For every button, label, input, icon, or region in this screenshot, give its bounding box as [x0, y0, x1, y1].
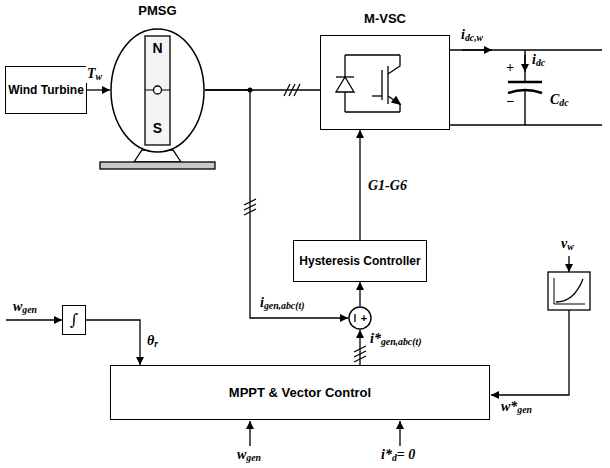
three-phase-mark [244, 84, 366, 362]
signal-wires [6, 256, 569, 446]
signal-label: vw [560, 236, 575, 253]
generator-stand [100, 150, 215, 169]
junction-circle [349, 307, 371, 329]
junction-outline [348, 306, 372, 330]
signal-label: igen,abc(t) [259, 295, 305, 312]
signal-label: i*d= 0 [380, 447, 416, 464]
signal-label: wgen [236, 447, 262, 464]
node-label: M-VSC [301, 11, 469, 27]
signal-connector [86, 320, 140, 365]
signal-label: + [505, 60, 515, 77]
node-label: PMSG [80, 3, 235, 19]
summing-junction: + [348, 306, 372, 330]
stator-outline [111, 29, 204, 152]
speed-curve-block [548, 272, 590, 310]
controller-box: Hysteresis Controller [293, 240, 427, 282]
signal-label: w*gen [500, 399, 533, 416]
node-label: ∫ [70, 310, 78, 329]
signal-connector [359, 282, 360, 306]
igbt-diode-symbol [336, 55, 400, 112]
node-label: Wind Turbine [8, 83, 84, 97]
control-box: MPPT & Vector Control [110, 365, 490, 420]
signal-connector [359, 330, 360, 365]
minus-sign [354, 314, 355, 322]
node-label: + [359, 312, 369, 325]
signal-connector [205, 90, 348, 318]
signal-label: Cdc [549, 92, 570, 109]
integrator-box: ∫ [62, 305, 86, 335]
pole-label: N [145, 40, 170, 57]
signal-label: G1-G6 [367, 178, 408, 195]
signal-label: i*gen,abc(t) [369, 331, 422, 348]
node-label: Hysteresis Controller [299, 254, 420, 268]
signal-label: wgen [12, 299, 38, 316]
dc-link [450, 50, 602, 125]
signal-connector [87, 89, 110, 90]
generator-ellipse: PMSGNS [110, 28, 205, 153]
rotor-shaft [154, 86, 162, 94]
rotor-magnet [145, 36, 170, 145]
node-label: MPPT & Vector Control [229, 385, 371, 401]
converter-box: M-VSC [320, 35, 450, 130]
signal-label: idc [531, 52, 546, 69]
signal-label: idc,w [460, 27, 484, 44]
pole-label: S [145, 120, 170, 137]
signal-label: θr [146, 333, 159, 350]
signal-label: Tw [86, 66, 103, 83]
signal-connector [359, 130, 360, 240]
turbine-box: Wind Turbine [5, 66, 87, 114]
signal-label: − [505, 94, 515, 111]
